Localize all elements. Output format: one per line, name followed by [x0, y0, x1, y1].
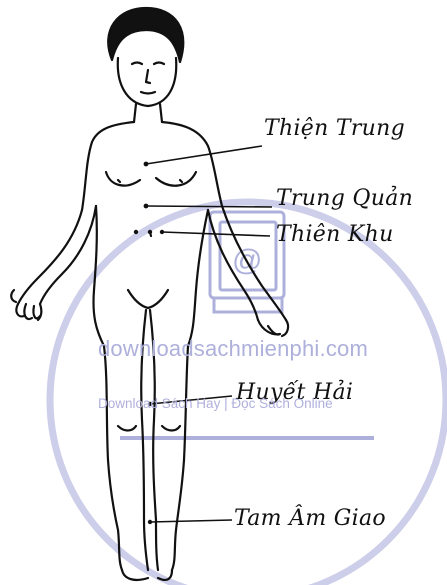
label-trung-quan: Trung Quản: [276, 186, 413, 211]
right-leg-outer: [172, 346, 188, 570]
right-knee: [162, 426, 180, 431]
breast-right: [156, 172, 196, 186]
label-tam-am-giao: Tam Âm Giao: [234, 506, 386, 531]
groin-left: [128, 290, 148, 308]
hair: [108, 8, 183, 62]
right-shoulder: [162, 122, 222, 206]
right-hand: [258, 320, 288, 336]
torso-left: [93, 206, 104, 346]
watermark-tagline-text: Download Sách Hay | Đọc Sách Online: [98, 396, 333, 411]
right-eye: [154, 63, 164, 65]
breast-left: [106, 172, 140, 186]
nose: [146, 70, 150, 83]
watermark-site-text: downloadsachmienphi.com: [98, 336, 368, 362]
watermark-underline: [120, 436, 374, 440]
left-hand: [11, 290, 41, 320]
body-outline: [11, 8, 288, 580]
nipples: [118, 180, 182, 182]
leader-tam-am-giao: [150, 520, 232, 522]
left-arm-outer: [18, 210, 82, 304]
left-eye: [132, 63, 142, 65]
groin-right: [148, 290, 168, 308]
left-shoulder: [82, 122, 134, 210]
leader-thien-trung: [146, 146, 262, 164]
left-knee: [118, 426, 136, 431]
label-thien-khu: Thiên Khu: [276, 222, 394, 247]
torso-right: [188, 210, 208, 346]
mouth: [141, 92, 155, 94]
label-thien-trung: Thiện Trung: [264, 116, 405, 141]
leader-trung-quan: [146, 206, 272, 207]
point-thien-khu-left: [134, 230, 138, 234]
point-thien-khu-center: [148, 230, 152, 234]
